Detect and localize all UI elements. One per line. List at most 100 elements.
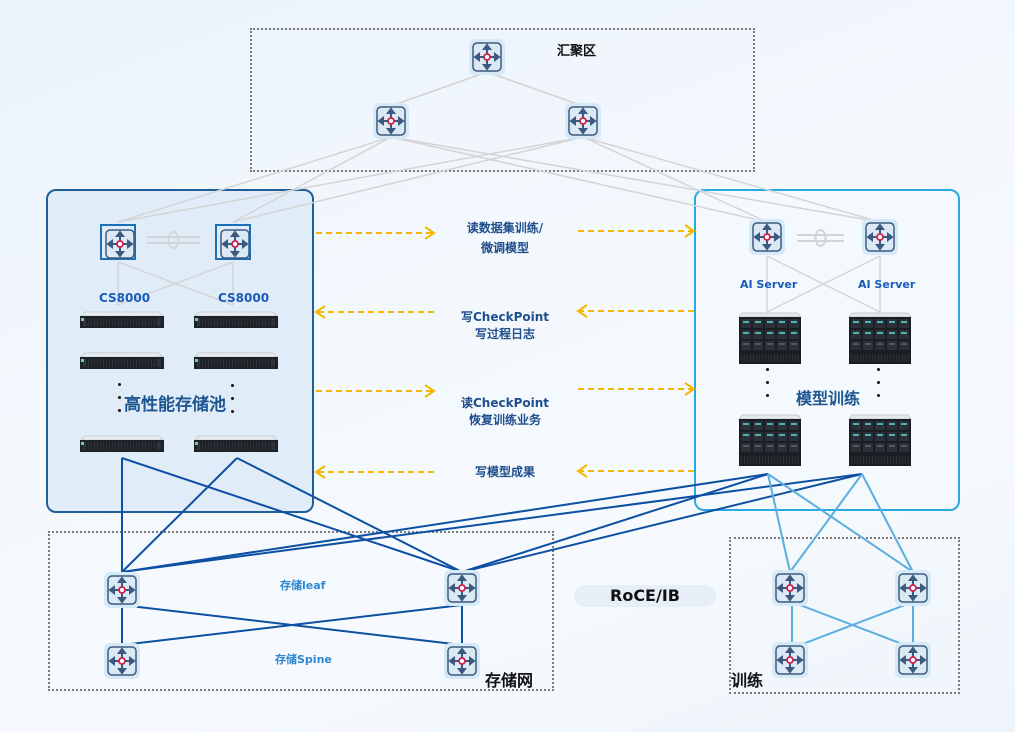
switch-icon	[220, 229, 250, 259]
aggregation-zone	[250, 28, 755, 172]
storage-server[interactable]	[193, 432, 279, 452]
switch-icon	[447, 646, 477, 676]
flow-arrow-head	[684, 382, 696, 396]
aggregation-switch[interactable]	[565, 103, 601, 139]
training-link	[861, 473, 914, 573]
storage-leaf-switch[interactable]	[104, 572, 140, 608]
training-access-switch[interactable]	[749, 219, 785, 255]
flow-label-line: 恢复训练业务	[468, 413, 541, 427]
flow-arrow-head	[424, 384, 436, 398]
storage-spine-switch[interactable]	[104, 643, 140, 679]
uplink	[117, 136, 584, 223]
storage-access-switch[interactable]	[100, 224, 136, 260]
ai-server[interactable]	[738, 414, 802, 466]
training-link	[789, 473, 863, 573]
ai-server-label: AI Server	[740, 278, 798, 291]
flow-arrow-head	[314, 465, 326, 479]
uplink	[232, 136, 392, 223]
protocol-badge: RoCE/IB	[574, 585, 716, 607]
aggregation-link	[486, 71, 584, 107]
training-link	[767, 473, 914, 573]
ai-server[interactable]	[848, 312, 912, 364]
ai-server-label: AI Server	[858, 278, 916, 291]
core-switch[interactable]	[469, 39, 505, 75]
storage-leaf-label: 存储leaf	[280, 579, 326, 592]
storage-server[interactable]	[79, 432, 165, 452]
ellipsis-dots	[231, 384, 235, 423]
training-network-zone	[729, 537, 960, 694]
ellipsis-dots	[766, 368, 770, 407]
storage-server[interactable]	[79, 308, 165, 328]
training-stack-link-bundle	[814, 229, 827, 247]
switch-icon	[865, 222, 895, 252]
storage-link	[236, 457, 463, 573]
switch-icon	[775, 645, 805, 675]
flow-label-line: 写模型成果	[474, 465, 535, 479]
flow-label: 读CheckPoint 恢复训练业务	[455, 395, 555, 429]
training-cluster-title: 模型训练	[796, 389, 861, 408]
switch-icon	[107, 575, 137, 605]
storage-spine-label: 存储Spine	[275, 653, 332, 666]
storage-leaf-switch[interactable]	[444, 570, 480, 606]
training-leaf-switch[interactable]	[895, 570, 931, 606]
storage-link	[121, 473, 863, 573]
uplink	[232, 136, 584, 223]
training-leaf-spine-link	[799, 604, 906, 646]
training-leaf-switch[interactable]	[772, 570, 808, 606]
aggregation-switch[interactable]	[373, 103, 409, 139]
flow-label: 读数据集训练/ 微调模型	[455, 220, 555, 257]
uplink	[390, 136, 881, 223]
storage-switch-link	[117, 261, 234, 306]
switch-icon	[107, 646, 137, 676]
storage-server[interactable]	[193, 349, 279, 369]
flow-label-line: 微调模型	[480, 241, 529, 255]
storage-server-icon	[193, 311, 279, 328]
storage-stack-link-bundle	[167, 231, 180, 249]
uplink	[582, 136, 881, 223]
uplink	[117, 136, 392, 223]
switch-icon	[898, 573, 928, 603]
storage-network-label: 存储网	[485, 671, 534, 690]
flow-arrow-head	[684, 224, 696, 238]
flow-label-line: 写CheckPoint	[460, 310, 549, 324]
flow-arrow-head	[314, 305, 326, 319]
training-spine-switch[interactable]	[895, 642, 931, 678]
storage-spine-switch[interactable]	[444, 643, 480, 679]
training-spine-switch[interactable]	[772, 642, 808, 678]
ai-server-icon	[738, 414, 802, 466]
training-link	[767, 473, 791, 573]
flow-label: 写CheckPoint 写过程日志	[455, 309, 555, 343]
switch-icon	[472, 42, 502, 72]
switch-icon	[775, 573, 805, 603]
ai-server[interactable]	[738, 312, 802, 364]
storage-link	[121, 473, 769, 573]
flow-label: 写模型成果	[455, 464, 555, 481]
flow-label-line: 读CheckPoint	[460, 396, 549, 410]
storage-server-icon	[79, 352, 165, 369]
storage-server[interactable]	[79, 349, 165, 369]
switch-icon	[898, 645, 928, 675]
flow-label-line: 写过程日志	[474, 327, 535, 341]
storage-server[interactable]	[193, 308, 279, 328]
storage-device-label: CS8000	[218, 291, 270, 305]
flow-arrow-head	[424, 226, 436, 240]
ellipsis-dots	[118, 383, 122, 422]
training-access-switch[interactable]	[862, 219, 898, 255]
switch-icon	[752, 222, 782, 252]
ai-server-icon	[738, 312, 802, 364]
storage-link	[461, 473, 769, 573]
storage-server-icon	[193, 352, 279, 369]
storage-access-switch[interactable]	[215, 224, 251, 260]
flow-arrow-head	[576, 304, 588, 318]
uplink	[390, 136, 768, 223]
switch-icon	[447, 573, 477, 603]
storage-server-icon	[193, 435, 279, 452]
switch-icon	[568, 106, 598, 136]
storage-server-icon	[79, 435, 165, 452]
storage-pool-title: 高性能存储池	[124, 395, 226, 415]
switch-icon	[105, 229, 135, 259]
ai-server[interactable]	[848, 414, 912, 466]
uplink	[582, 136, 768, 223]
storage-link	[121, 457, 238, 573]
